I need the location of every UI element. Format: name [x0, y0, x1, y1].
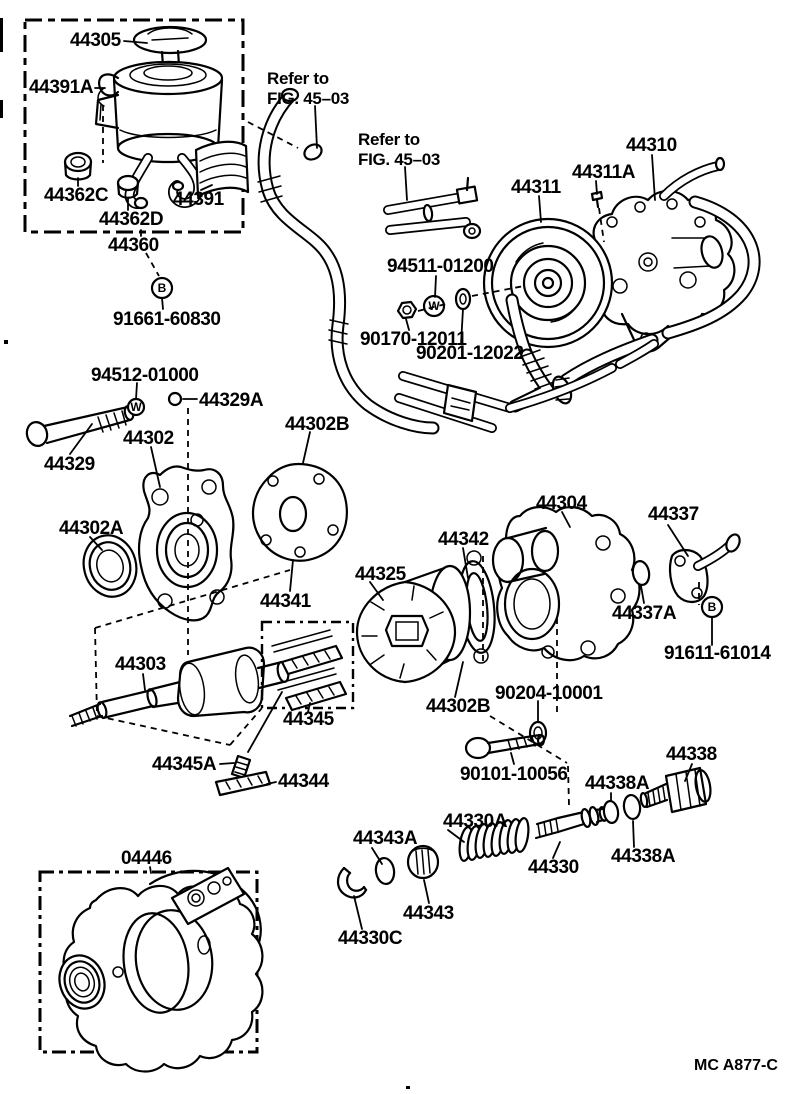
part-label-44304: 44304: [536, 493, 588, 514]
vane-kit-44345: [260, 620, 355, 712]
part-label-44303: 44303: [115, 654, 166, 675]
part-label-44341: 44341: [260, 591, 312, 612]
grommet-44362D: [116, 174, 140, 199]
part-label-44391: 44391: [173, 189, 225, 210]
part-label-44342: 44342: [438, 529, 489, 550]
leader-lines: [69, 40, 713, 930]
reservoir-art: [94, 25, 224, 210]
washer-94512: W: [126, 397, 146, 417]
part-label-44330A: 44330A: [443, 811, 508, 832]
bolt-symbol-91661: B: [158, 281, 167, 295]
part-label-44311A: 44311A: [572, 162, 636, 183]
gasket-kit-04446: [38, 866, 264, 1073]
part-label-44302B-bottom: 44302B: [426, 696, 490, 717]
washer-symbol-94511: W: [428, 299, 440, 313]
part-label-44338A-bottom: 44338A: [611, 846, 676, 867]
part-label-90201-12022: 90201-12022: [416, 343, 524, 364]
oring-44343A: [374, 856, 396, 886]
figure-code: MC A877-C: [694, 1057, 778, 1074]
part-label-44391A: 44391A: [29, 77, 94, 98]
seal-44302A: [82, 534, 138, 598]
part-label-44325: 44325: [355, 564, 407, 585]
shaft-44303: [68, 646, 290, 728]
part-label-90204-10001: 90204-10001: [495, 683, 603, 704]
part-label-94511-01200: 94511-01200: [387, 256, 494, 277]
ring-44329A: [167, 391, 198, 407]
rotor-44325: [355, 564, 472, 684]
bolt-91661: B: [150, 276, 174, 300]
plug-44343: [406, 844, 440, 880]
page-edge-marks: [0, 18, 410, 1089]
snap-ring-44330C: [336, 866, 368, 899]
part-label-44337A: 44337A: [612, 603, 677, 624]
part-label-44329: 44329: [44, 454, 95, 475]
part-label-44302A: 44302A: [59, 518, 124, 539]
union-44338: [639, 766, 712, 814]
refer-note-2-line1: Refer to: [358, 130, 420, 149]
hose-assembly-2: [383, 176, 482, 240]
refer-note-1-line1: Refer to: [267, 69, 329, 88]
part-label-44343A: 44343A: [353, 828, 418, 849]
orings-44338A: [602, 793, 642, 825]
part-label-44338: 44338: [666, 744, 717, 765]
pump-body-art: [585, 156, 736, 353]
part-label-91611-61014: 91611-61014: [664, 643, 771, 664]
valve-44330: [534, 806, 608, 840]
part-label-44343: 44343: [403, 903, 454, 924]
front-housing-44302: [137, 465, 235, 622]
union-44337: [668, 533, 741, 604]
bolt-symbol-91611: B: [708, 600, 717, 614]
axis-lines: [94, 105, 700, 807]
label-plate-44391: [194, 140, 250, 198]
refer-note-1-line2: FIG. 45–03: [267, 89, 349, 108]
part-label-44345: 44345: [283, 709, 335, 730]
part-label-44330C: 44330C: [338, 928, 403, 949]
plate-44341: [252, 462, 348, 562]
part-label-44302B-top: 44302B: [285, 414, 349, 435]
part-label-90101-10056: 90101-10056: [460, 764, 568, 785]
bolt-90101: [464, 733, 546, 760]
part-label-44337: 44337: [648, 504, 699, 525]
part-label-44302: 44302: [123, 428, 174, 449]
spring-44330A: [458, 817, 530, 862]
grommet-44362C: [63, 151, 93, 181]
rear-housing-44304: [491, 506, 641, 662]
part-label-44311: 44311: [511, 177, 562, 198]
part-label-44360: 44360: [108, 235, 159, 256]
part-label-04446: 04446: [121, 848, 172, 869]
part-label-91661-60830: 91661-60830: [113, 309, 221, 330]
part-label-44362C: 44362C: [44, 185, 109, 206]
part-label-44338A-top: 44338A: [585, 773, 650, 794]
part-label-44344: 44344: [278, 771, 330, 792]
part-label-44330: 44330: [528, 857, 579, 878]
reservoir-box: [23, 18, 245, 234]
part-label-44362D: 44362D: [99, 209, 163, 230]
pressure-hose-art: [394, 195, 761, 433]
spring-44345A: [230, 754, 252, 780]
part-label-90170-12011: 90170-12011: [360, 329, 467, 350]
part-label-44329A: 44329A: [199, 390, 264, 411]
part-labels: 44305 44391A Refer to FIG. 45–03 Refer t…: [29, 30, 778, 1074]
oring-44337A: [631, 560, 651, 586]
hose-assembly-1: [257, 87, 440, 435]
refer-note-2-line2: FIG. 45–03: [358, 150, 440, 169]
part-label-44305: 44305: [70, 30, 122, 51]
pulley-nut-washers: W: [396, 287, 472, 320]
washer-symbol-94512: W: [130, 400, 142, 414]
part-label-44310: 44310: [626, 135, 677, 156]
pulley-art: [482, 217, 614, 349]
part-label-44345A: 44345A: [152, 754, 217, 775]
part-label-94512-01000: 94512-01000: [91, 365, 199, 386]
bolt-91611: B: [700, 595, 724, 619]
